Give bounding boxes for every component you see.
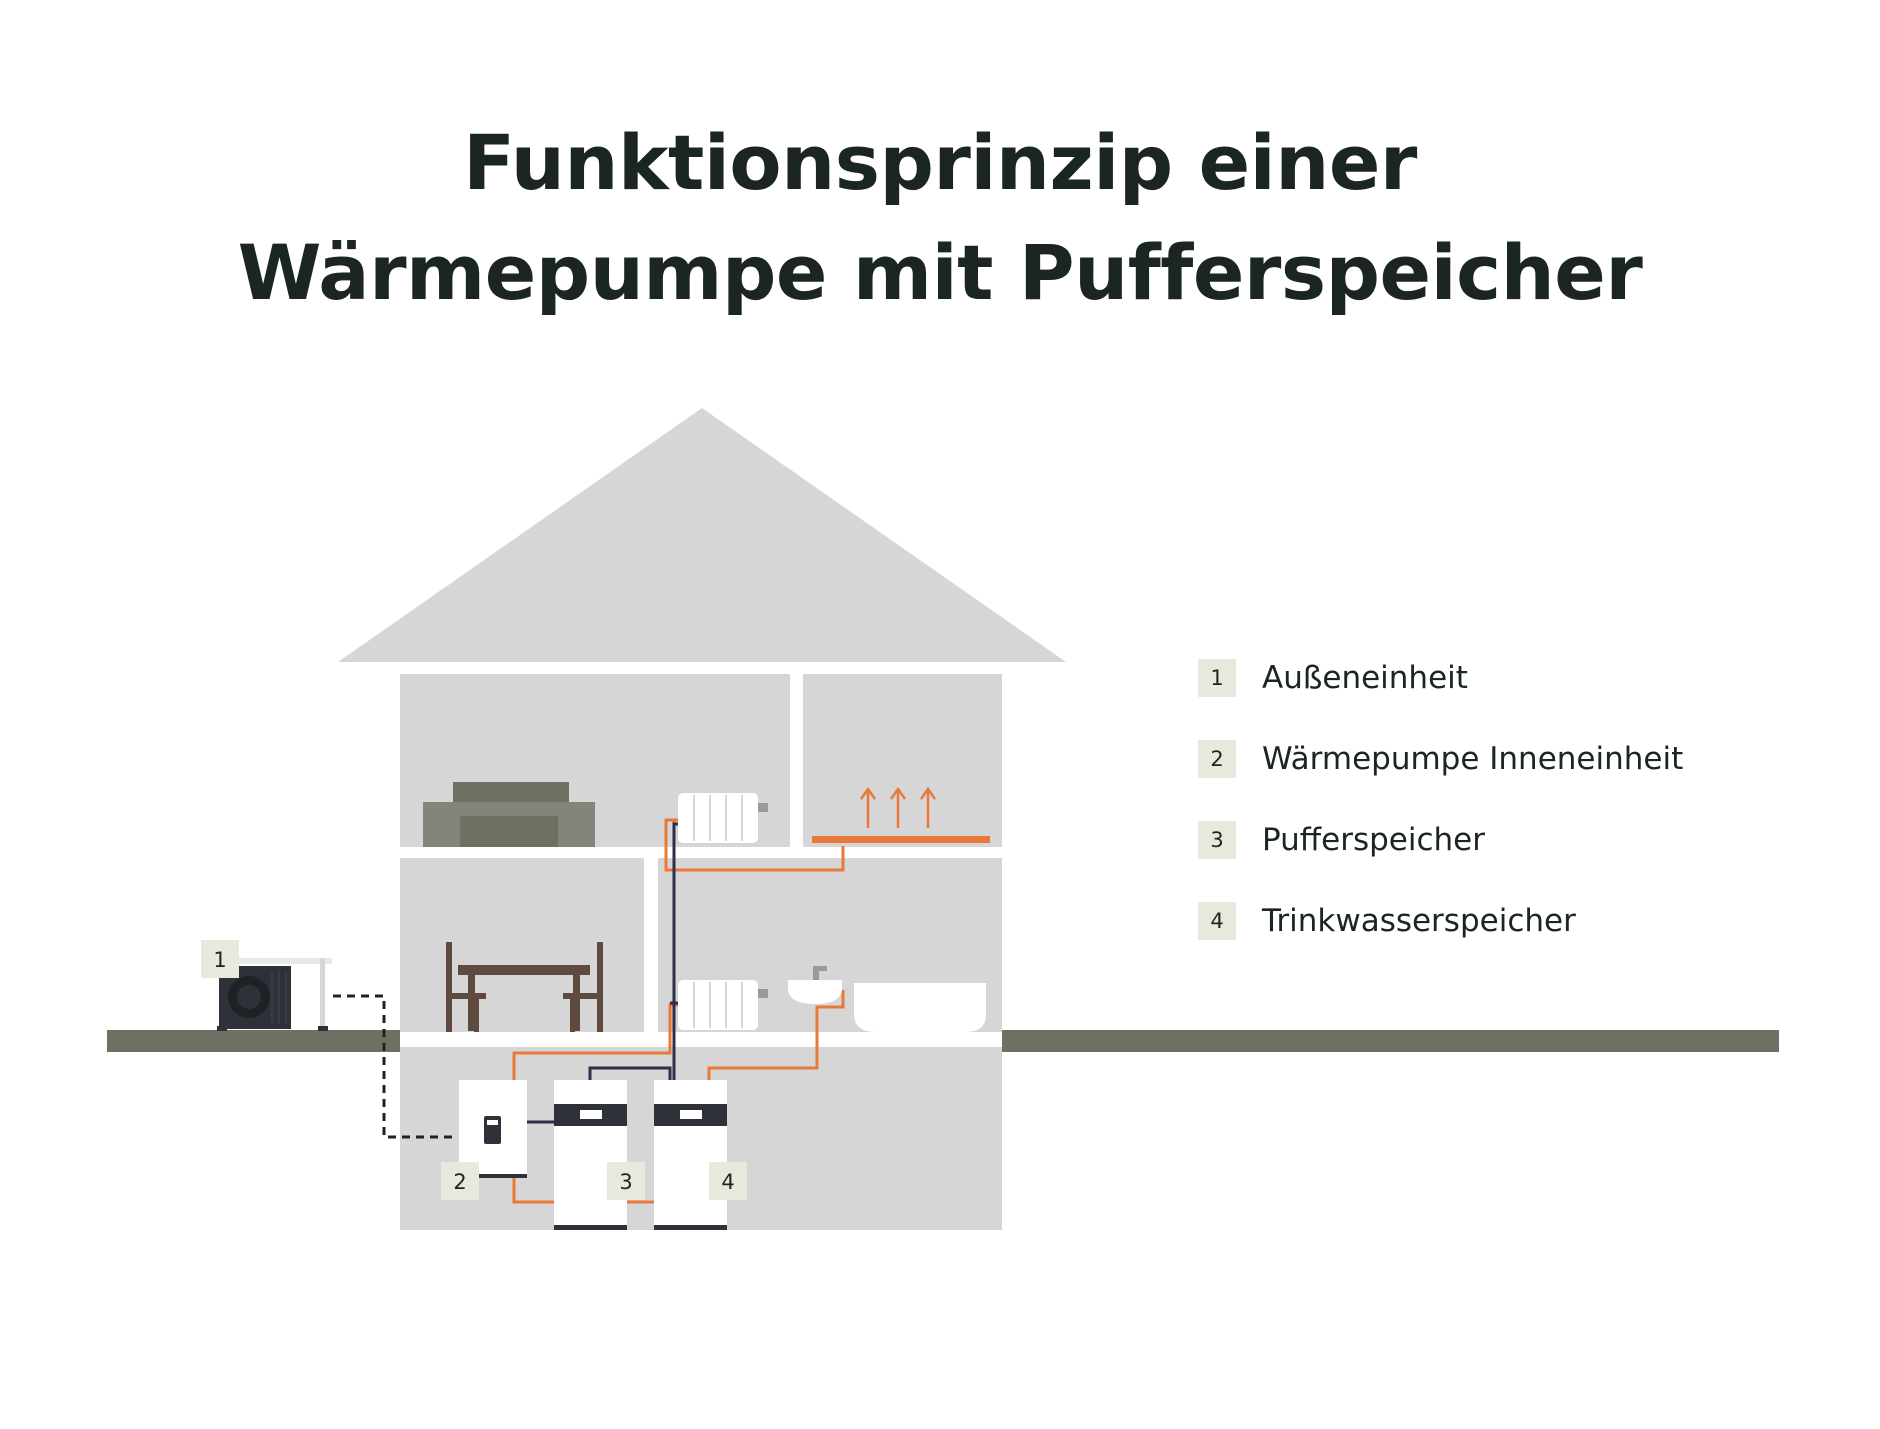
- legend-item-indoor-unit: 2 Wärmepumpe Inneneinheit: [1198, 739, 1683, 779]
- hot-water-pipes: [512, 818, 845, 1204]
- ground-right: [1002, 1030, 1779, 1052]
- svg-text:2: 2: [453, 1170, 466, 1194]
- legend-number: 1: [1198, 659, 1236, 697]
- bathtub: [854, 983, 986, 1032]
- legend-number: 3: [1198, 821, 1236, 859]
- radiator-lower: [678, 980, 768, 1030]
- marker-indoor-unit: 2: [441, 1162, 479, 1200]
- legend-number: 4: [1198, 902, 1236, 940]
- legend-label: Wärmepumpe Inneneinheit: [1262, 741, 1684, 777]
- heat-up-arrow-icon: [859, 786, 937, 828]
- legend-item-buffer-storage: 3 Pufferspeicher: [1198, 820, 1683, 860]
- outdoor-unit: [217, 958, 332, 1031]
- dining-table: [446, 942, 603, 1032]
- title-line-1: Funktionsprinzip einer: [463, 118, 1417, 207]
- svg-text:3: 3: [619, 1170, 632, 1194]
- buffer-storage-tank: [554, 1080, 627, 1230]
- room-floor-heating: [803, 674, 1002, 847]
- floor-heating-pipe: [812, 836, 990, 843]
- indoor-unit: [459, 1080, 527, 1178]
- svg-text:4: 4: [721, 1170, 734, 1194]
- drinking-water-tank: [654, 1080, 727, 1230]
- legend-label: Trinkwasserspeicher: [1262, 903, 1576, 939]
- title-line-2: Wärmepumpe mit Pufferspeicher: [237, 228, 1643, 317]
- legend-item-outdoor-unit: 1 Außeneinheit: [1198, 658, 1683, 698]
- legend: 1 Außeneinheit 2 Wärmepumpe Inneneinheit…: [1198, 658, 1683, 982]
- svg-text:1: 1: [213, 948, 226, 972]
- radiator-upper: [678, 793, 768, 843]
- legend-label: Außeneinheit: [1262, 660, 1468, 696]
- marker-drinking-water: 4: [709, 1162, 747, 1200]
- ground-left: [107, 1030, 400, 1052]
- refrigerant-line: [333, 994, 457, 1139]
- marker-buffer-storage: 3: [607, 1162, 645, 1200]
- room-dining: [400, 858, 644, 1032]
- sink: [788, 966, 842, 1004]
- legend-number: 2: [1198, 740, 1236, 778]
- house-roof: [338, 408, 1066, 662]
- marker-outdoor-unit: 1: [201, 940, 239, 978]
- page-title: Funktionsprinzip einer Wärmepumpe mit Pu…: [0, 108, 1880, 328]
- fan-icon: [228, 972, 287, 1024]
- display-icon: [484, 1116, 501, 1144]
- legend-label: Pufferspeicher: [1262, 822, 1485, 858]
- legend-item-drinking-water: 4 Trinkwasserspeicher: [1198, 901, 1683, 941]
- sofa: [423, 782, 595, 847]
